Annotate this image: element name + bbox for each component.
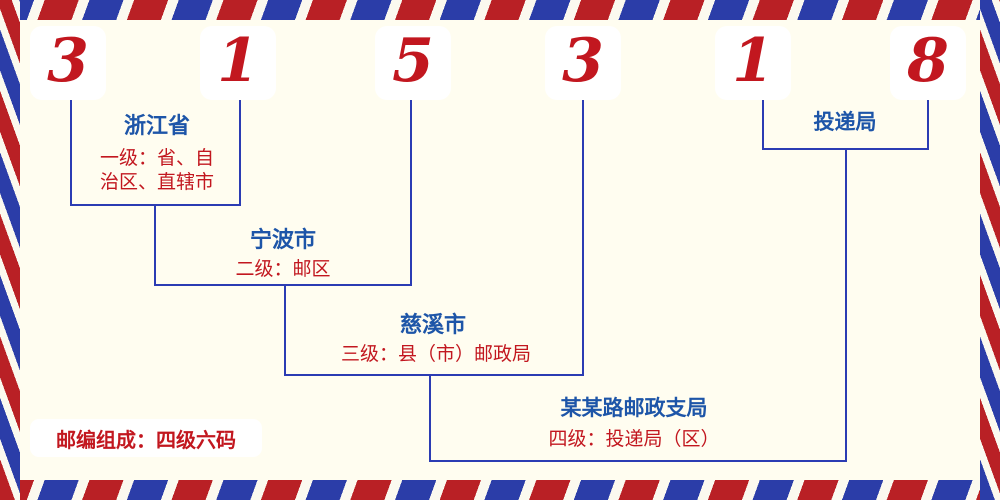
connector-line bbox=[762, 100, 764, 150]
digit-3: 5 bbox=[392, 26, 434, 96]
digit-2: 1 bbox=[217, 26, 259, 96]
connector-line bbox=[582, 100, 584, 376]
connector-line bbox=[762, 148, 929, 150]
digit-box-1: 3 bbox=[30, 26, 106, 100]
level2-desc: 二级：邮区 bbox=[235, 258, 331, 280]
digit-box-4: 3 bbox=[545, 26, 621, 100]
airmail-border-left bbox=[0, 0, 20, 500]
connector-line bbox=[70, 100, 72, 206]
level1-place: 浙江省 bbox=[123, 114, 190, 139]
level2-place: 宁波市 bbox=[249, 228, 316, 253]
airmail-border-bottom bbox=[0, 480, 1000, 500]
connector-line bbox=[429, 460, 847, 462]
footer-note: 邮编组成：四级六码 bbox=[56, 427, 236, 452]
digit-box-2: 1 bbox=[200, 26, 276, 100]
connector-line bbox=[70, 204, 241, 206]
level4-place: 某某路邮政支局 bbox=[560, 396, 708, 420]
connector-line bbox=[410, 100, 412, 286]
connector-line bbox=[927, 100, 929, 150]
footer-note-box: 邮编组成：四级六码 bbox=[30, 419, 262, 457]
digit-box-5: 1 bbox=[715, 26, 791, 100]
connector-line bbox=[429, 376, 431, 462]
level3-desc: 三级：县（市）邮政局 bbox=[340, 343, 531, 365]
connector-line bbox=[154, 284, 412, 286]
digit-6: 8 bbox=[907, 26, 949, 96]
airmail-border-right bbox=[980, 0, 1000, 500]
connector-line bbox=[284, 374, 584, 376]
level3-place: 慈溪市 bbox=[399, 313, 466, 338]
airmail-border-top bbox=[0, 0, 1000, 20]
delivery-office-label: 投递局 bbox=[813, 110, 877, 134]
digit-1: 3 bbox=[47, 26, 89, 96]
connector-line bbox=[154, 206, 156, 286]
digit-box-6: 8 bbox=[890, 26, 966, 100]
connector-line bbox=[845, 150, 847, 462]
digit-4: 3 bbox=[562, 26, 604, 96]
digit-box-3: 5 bbox=[375, 26, 451, 100]
level4-desc: 四级：投递局（区） bbox=[548, 428, 720, 450]
connector-line bbox=[284, 286, 286, 376]
level1-desc: 一级：省、自 治区、直辖市 bbox=[99, 147, 214, 194]
digit-5: 1 bbox=[732, 26, 774, 96]
connector-line bbox=[239, 100, 241, 206]
